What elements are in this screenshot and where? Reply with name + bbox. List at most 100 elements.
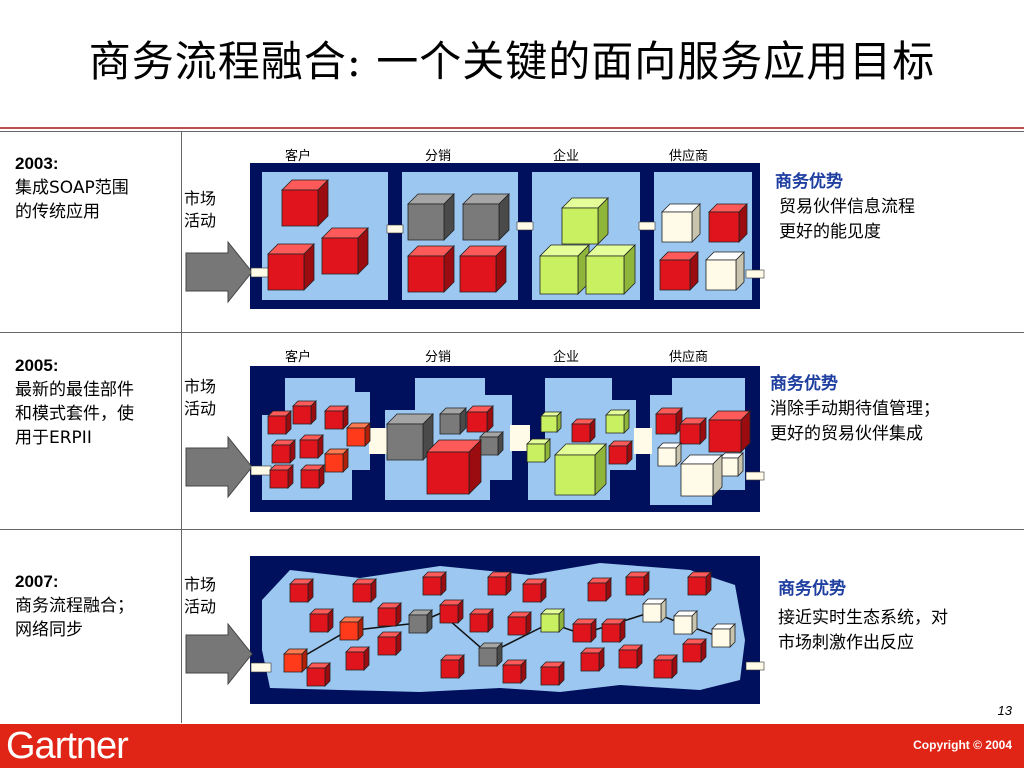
benefit-line: 贸易伙伴信息流程 — [779, 197, 915, 217]
component-cube — [705, 251, 745, 291]
component-cube — [719, 452, 744, 477]
row-label-2007: 2007: 商务流程融合； 网络同步 — [15, 570, 175, 642]
component-cube — [478, 642, 503, 667]
component-cube — [386, 413, 434, 461]
market-label-line: 市场 — [184, 189, 217, 208]
component-cube — [661, 203, 701, 243]
benefit-title: 商务优势 — [778, 579, 846, 599]
component-cube — [540, 608, 565, 633]
benefit-line: 市场刺激作出反应 — [778, 633, 914, 653]
copyright-notice: Copyright © 2004 — [913, 738, 1012, 752]
connector — [638, 221, 656, 231]
component-cube — [352, 578, 377, 603]
row-divider-1 — [0, 332, 1024, 333]
component-cube — [299, 434, 324, 459]
component-cube — [502, 659, 527, 684]
component-cubes — [267, 179, 751, 687]
component-cube — [466, 405, 494, 433]
component-cube — [377, 631, 402, 656]
component-cube — [422, 571, 447, 596]
component-cube — [507, 611, 532, 636]
column-header-enterprise: 企业 — [553, 350, 580, 365]
year-label: 2005: — [15, 356, 59, 375]
column-divider — [181, 131, 182, 723]
component-cube — [522, 578, 547, 603]
market-label-line: 市场 — [184, 377, 217, 396]
component-cube — [561, 197, 609, 245]
connector — [745, 471, 765, 481]
component-cube — [459, 245, 507, 293]
component-cube — [580, 647, 605, 672]
connector — [250, 662, 272, 673]
component-cube — [309, 608, 334, 633]
benefit-2005: 商务优势 消除手动期待值管理； 更好的贸易伙伴集成 — [770, 372, 940, 447]
market-arrow — [185, 435, 253, 499]
slide-title: 商务流程融合: 一个关键的面向服务应用目标 — [88, 37, 936, 86]
row-divider-2 — [0, 529, 1024, 530]
column-header-distribution: 分销 — [425, 149, 452, 164]
component-cube — [346, 422, 371, 447]
component-cube — [289, 578, 314, 603]
component-cube — [554, 443, 607, 496]
component-cube — [657, 442, 682, 467]
row-desc-line: 集成SOAP范围 — [15, 178, 129, 198]
benefit-2007: 商务优势 接近实时生态系统，对 市场刺激作出反应 — [778, 577, 948, 656]
row-desc-line: 网络同步 — [15, 620, 83, 640]
component-cube — [408, 609, 433, 634]
benefit-title: 商务优势 — [775, 172, 843, 192]
component-cube — [324, 405, 349, 430]
gartner-logo: Gartner — [6, 725, 129, 767]
component-cube — [711, 623, 736, 648]
row-label-2005: 2005: 最新的最佳部件 和模式套件，使 用于ERPII — [15, 354, 175, 450]
row-divider-top — [0, 131, 1024, 132]
component-cube — [653, 654, 678, 679]
market-activity-label: 市场 活动 — [184, 376, 234, 420]
component-cube — [324, 448, 349, 473]
component-cube — [271, 439, 296, 464]
column-header-supplier: 供应商 — [669, 149, 709, 164]
footer-bar: Gartner Copyright © 2004 — [0, 724, 1024, 768]
process-flow-line — [291, 611, 721, 664]
column-header-supplier: 供应商 — [669, 350, 709, 365]
benefit-line: 更好的贸易伙伴集成 — [770, 424, 923, 444]
market-label-line: 活动 — [184, 211, 217, 230]
component-cube — [267, 243, 315, 291]
component-cube — [673, 610, 698, 635]
component-cube — [426, 439, 482, 495]
component-cube — [682, 638, 707, 663]
connector — [369, 428, 387, 454]
component-cube — [659, 251, 699, 291]
market-label-line: 活动 — [184, 597, 217, 616]
connector — [386, 224, 404, 234]
component-cube — [292, 400, 317, 425]
component-cube — [540, 661, 565, 686]
diagram-2005 — [185, 366, 765, 512]
component-cube — [267, 410, 292, 435]
component-cube — [687, 571, 712, 596]
row-desc-line: 用于ERPII — [15, 428, 92, 448]
year-label: 2003: — [15, 154, 59, 173]
component-cube — [708, 410, 751, 453]
component-cube — [680, 454, 723, 497]
page-number: 13 — [997, 703, 1012, 718]
market-label-line: 活动 — [184, 399, 217, 418]
column-header-distribution: 分销 — [425, 350, 452, 365]
column-header-customer: 客户 — [285, 149, 312, 164]
row-desc-line: 商务流程融合； — [15, 596, 134, 616]
component-cube — [708, 203, 748, 243]
column-header-enterprise: 企业 — [553, 149, 580, 164]
connector — [250, 465, 272, 476]
row-desc-line: 的传统应用 — [15, 202, 100, 222]
benefit-title: 商务优势 — [770, 374, 838, 394]
component-cube — [439, 407, 467, 435]
component-cube — [300, 464, 325, 489]
component-cube — [540, 411, 562, 433]
column-header-customer: 客户 — [285, 350, 312, 365]
market-arrow — [185, 240, 253, 304]
component-cube — [571, 418, 596, 443]
component-cube — [283, 648, 308, 673]
connector — [634, 428, 652, 454]
market-arrow — [185, 622, 253, 686]
component-cube — [572, 618, 597, 643]
